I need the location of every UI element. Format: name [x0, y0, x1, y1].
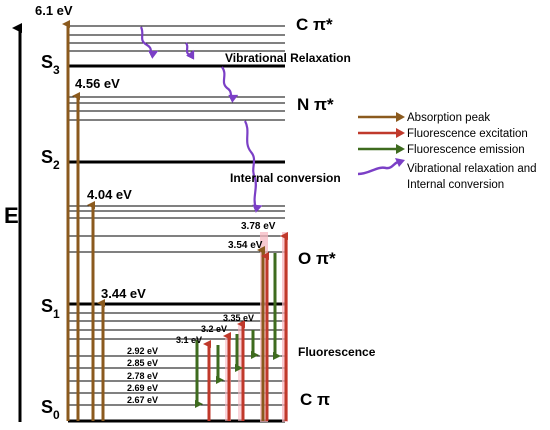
energy-label-3.44: 3.44 eV	[101, 286, 146, 301]
legend-label-relaxation-line1: Vibrational relaxation and	[407, 163, 537, 175]
orbital-label-o-pi-star: O π*	[298, 249, 336, 268]
energy-axis-label: E	[4, 203, 19, 228]
state-s0-label: S0	[41, 397, 60, 422]
energy-label-4.56: 4.56 eV	[75, 76, 120, 91]
state-s3-label: S3	[41, 52, 60, 77]
energy-label-3.35: 3.35 eV	[223, 313, 254, 323]
relaxation-arrows	[139, 26, 263, 213]
orbital-label-c-pi-star: C π*	[296, 15, 333, 34]
energy-label-2.67: 2.67 eV	[127, 395, 158, 405]
legend-arrowhead	[396, 128, 405, 138]
legend-swatch-relaxation	[357, 160, 399, 176]
relaxation-arrow	[221, 66, 239, 103]
legend-arrowhead	[395, 158, 405, 167]
legend-label-absorption: Absorption peak	[407, 112, 490, 124]
energy-label-2.85: 2.85 eV	[127, 358, 158, 368]
orbital-label-n-pi-star: N π*	[297, 95, 334, 114]
relaxation-arrow	[139, 26, 159, 59]
excitation-arrows	[203, 232, 288, 421]
legend-label-excitation: Fluorescence excitation	[407, 128, 528, 140]
emission-arrows	[195, 253, 281, 408]
energy-label-3.2: 3.2 eV	[201, 324, 227, 334]
legend-label-emission: Fluorescence emission	[407, 144, 525, 156]
energy-label-2.92: 2.92 eV	[127, 346, 158, 356]
energy-label-2.69: 2.69 eV	[127, 383, 158, 393]
legend-arrowhead	[396, 112, 405, 122]
energy-label-3.54: 3.54 eV	[228, 240, 263, 251]
energy-label-4.04: 4.04 eV	[87, 187, 132, 202]
energy-label-3.1: 3.1 eV	[176, 335, 202, 345]
legend-label-relaxation-line2: Internal conversion	[407, 179, 504, 191]
highlight-strip	[238, 325, 244, 421]
energy-label-6.1: 6.1 eV	[35, 3, 73, 18]
relaxation-arrow	[185, 42, 195, 60]
annotation-internal-conversion: Internal conversion	[230, 171, 341, 185]
state-s2-label: S2	[41, 147, 60, 172]
relaxation-arrow	[243, 120, 263, 213]
state-s1-label: S1	[41, 296, 60, 321]
energy-label-2.78: 2.78 eV	[127, 371, 158, 381]
absorption-arrows	[62, 20, 265, 421]
orbital-label-c-pi: C π	[300, 390, 330, 409]
annotation-fluorescence: Fluorescence	[298, 345, 376, 359]
legend-arrowhead	[396, 144, 405, 154]
legend: Absorption peak Fluorescence excitation …	[357, 112, 537, 191]
annotation-vibrational-relaxation: Vibrational Relaxation	[225, 51, 351, 65]
energy-label-3.78: 3.78 eV	[241, 221, 276, 232]
